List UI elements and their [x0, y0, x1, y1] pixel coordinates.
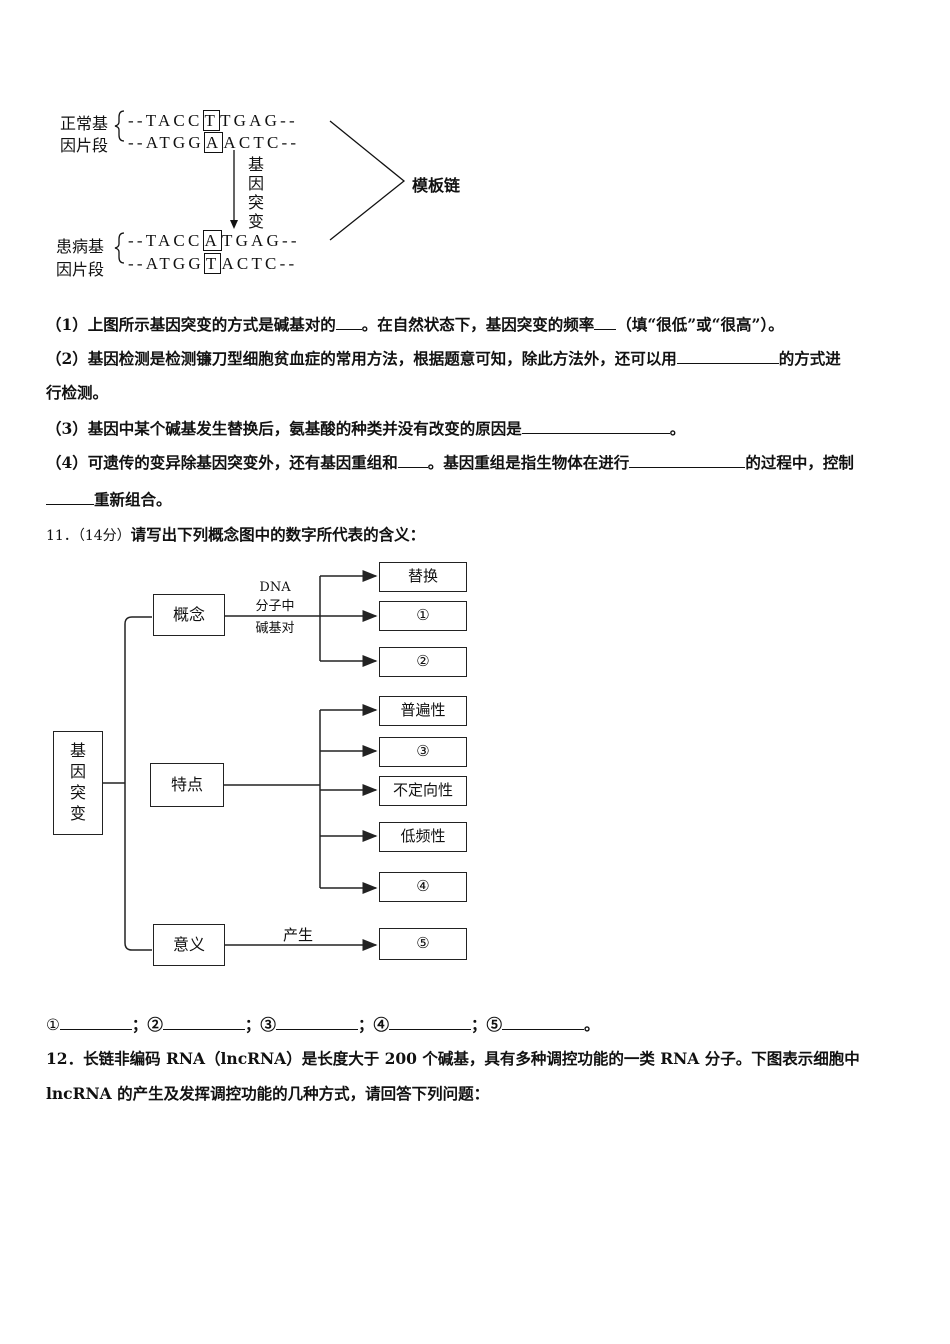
- answer-blank[interactable]: [388, 1015, 471, 1030]
- q12-line2: lncRNA 的产生及发挥调控功能的几种方式，请回答下列问题：: [46, 1084, 490, 1103]
- feature-item-box: 普遍性: [379, 696, 467, 726]
- concept-item-box: 替换: [379, 562, 467, 592]
- patient-gene-label-1: 患病基: [56, 237, 105, 256]
- answer-blank[interactable]: [335, 315, 362, 330]
- mutation-arrowhead: [230, 220, 238, 229]
- q10-part3: （3）基因中某个碱基发生替换后，氨基酸的种类并没有改变的原因是。: [46, 419, 686, 438]
- concept-map: 基 因 突 变 概念 特点 意义 替换 ① ② 普遍性 ③ 不定向性 低频性 ④…: [53, 562, 467, 966]
- normal-gene-label-1: 正常基: [60, 114, 109, 133]
- q10-part4-cont: 重新组合。: [46, 488, 172, 510]
- answer-blank[interactable]: [162, 1015, 245, 1030]
- category-bracket: [124, 616, 152, 951]
- dna-figure-lines: [114, 110, 406, 264]
- normal-brace: [114, 110, 125, 142]
- feature-item-box: ③: [379, 737, 467, 767]
- concept-arrow-label: DNA 分子中 碱基对: [255, 580, 295, 636]
- q11-prompt: 11．（14分）请写出下列概念图中的数字所代表的含义：: [46, 525, 426, 544]
- patient-top-mutated-base: A: [202, 230, 222, 251]
- produce-label: 产生: [283, 926, 314, 944]
- patient-gene-label-2: 因片段: [56, 260, 105, 279]
- concept-map-root: 基 因 突 变: [53, 731, 103, 835]
- normal-gene-label-2: 因片段: [60, 136, 109, 155]
- mutation-label: 基 因 突 变: [248, 155, 265, 231]
- answer-blank[interactable]: [521, 419, 670, 434]
- meaning-box: 意义: [153, 924, 225, 966]
- feature-box: 特点: [150, 763, 224, 807]
- q10-part4: （4）可遗传的变异除基因突变外，还有基因重组和。基因重组是指生物体在进行的过程中…: [46, 453, 854, 472]
- answer-blank[interactable]: [59, 1015, 132, 1030]
- normal-top-mutated-base: T: [202, 110, 221, 131]
- q10-part2: （2）基因检测是检测镰刀型细胞贫血症的常用方法，根据题意可知，除此方法外，还可以…: [46, 349, 841, 368]
- feature-item-box: ④: [379, 872, 467, 902]
- concept-item-box: ①: [379, 601, 467, 631]
- answer-blank[interactable]: [629, 453, 746, 468]
- answer-blank[interactable]: [397, 453, 428, 468]
- answer-blank[interactable]: [275, 1015, 358, 1030]
- answer-blank[interactable]: [501, 1015, 584, 1030]
- patient-brace: [114, 232, 125, 264]
- answer-blank[interactable]: [46, 490, 94, 505]
- concept-map-connectors: [103, 570, 378, 951]
- template-strand-pointer: [329, 120, 406, 241]
- patient-bottom-mutated-base: T: [203, 253, 222, 274]
- q10-part1: （1）上图所示基因突变的方式是碱基对的。在自然状态下，基因突变的频率（填“很低”…: [46, 315, 784, 334]
- answer-blank[interactable]: [594, 315, 617, 330]
- answer-blank[interactable]: [676, 349, 779, 364]
- q12-line1: 12．长链非编码 RNA（lncRNA）是长度大于 200 个碱基，具有多种调控…: [46, 1049, 860, 1068]
- feature-item-box: 低频性: [379, 822, 467, 852]
- template-strand-label: 模板链: [412, 176, 461, 195]
- q11-answers: ①；②；③；④；⑤。: [46, 1015, 600, 1034]
- concept-box: 概念: [153, 594, 225, 636]
- normal-bottom-mutated-base: A: [203, 132, 224, 153]
- concept-item-box: ②: [379, 647, 467, 677]
- feature-item-box: 不定向性: [379, 776, 467, 806]
- q10-part2-cont: 行检测。: [46, 383, 109, 402]
- meaning-item-box: ⑤: [379, 928, 467, 960]
